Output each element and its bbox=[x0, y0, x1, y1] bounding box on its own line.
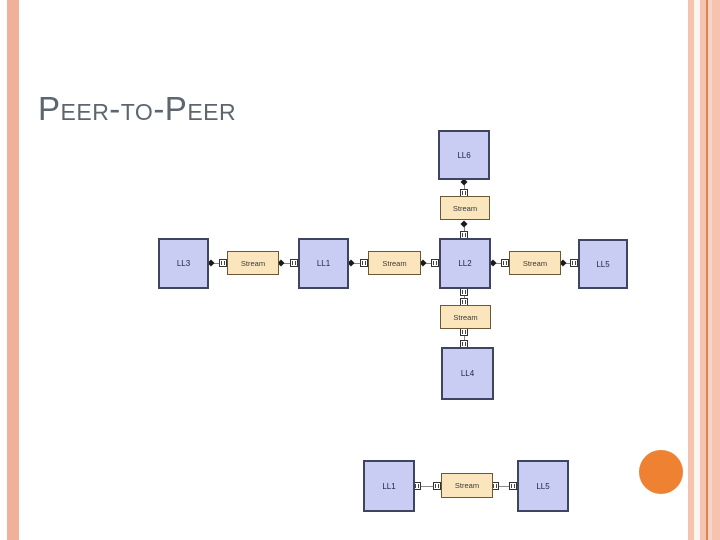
node-stream-top: Stream bbox=[440, 196, 490, 220]
node-label: LL3 bbox=[176, 259, 191, 268]
connector-port-icon bbox=[290, 259, 298, 267]
node-label: LL5 bbox=[536, 481, 550, 491]
connector-port-icon bbox=[360, 259, 368, 267]
left-accent-stripe bbox=[7, 0, 19, 540]
node-stream-pair: Stream bbox=[441, 473, 493, 498]
node-stream-midright: Stream bbox=[509, 251, 561, 275]
connector-port-icon bbox=[431, 259, 439, 267]
connector-line bbox=[464, 182, 465, 193]
node-label: Stream bbox=[453, 312, 478, 322]
right-accent-stripe bbox=[708, 0, 712, 540]
connector-line bbox=[423, 263, 435, 264]
connector-port-icon bbox=[570, 259, 578, 267]
connector-line bbox=[563, 263, 574, 264]
slide-title: Peer-to-Peer bbox=[38, 90, 237, 128]
connector-port-icon bbox=[460, 288, 468, 296]
node-ll1: LL1 bbox=[298, 238, 349, 289]
right-stripe-gap bbox=[694, 0, 700, 540]
connector-line bbox=[464, 292, 465, 302]
node-stream-midleft: Stream bbox=[368, 251, 421, 275]
node-ll1-pair: LL1 bbox=[363, 460, 415, 512]
right-accent-line bbox=[706, 0, 708, 540]
node-label: Stream bbox=[382, 258, 407, 268]
node-label: Stream bbox=[522, 258, 548, 268]
node-ll4: LL4 bbox=[441, 347, 494, 400]
connector-port-icon bbox=[509, 482, 517, 490]
connector-port-icon bbox=[219, 259, 227, 267]
node-label: Stream bbox=[240, 258, 266, 268]
right-accent-stripe bbox=[688, 0, 694, 540]
node-label: LL2 bbox=[458, 259, 472, 268]
connector-line bbox=[493, 263, 505, 264]
node-label: LL1 bbox=[316, 259, 331, 268]
connector-port-icon bbox=[460, 328, 468, 336]
node-ll2: LL2 bbox=[439, 238, 491, 289]
connector-line bbox=[281, 263, 294, 264]
right-accent-stripe bbox=[712, 0, 720, 540]
node-ll6: LL6 bbox=[438, 130, 490, 180]
connector-port-icon bbox=[501, 259, 509, 267]
connector-line bbox=[417, 486, 437, 487]
connector-line bbox=[464, 332, 465, 344]
node-label: LL6 bbox=[457, 150, 471, 160]
connector-line bbox=[351, 263, 364, 264]
connector-port-icon bbox=[433, 482, 441, 490]
node-label: LL1 bbox=[382, 481, 396, 491]
node-ll5-pair: LL5 bbox=[517, 460, 569, 512]
connector-line bbox=[211, 263, 223, 264]
connector-line bbox=[495, 486, 513, 487]
node-label: Stream bbox=[452, 203, 478, 213]
connector-dot-icon bbox=[460, 220, 468, 228]
node-stream-left: Stream bbox=[227, 251, 279, 275]
node-label: LL4 bbox=[460, 369, 475, 378]
connector-line bbox=[464, 224, 465, 235]
decorative-circle bbox=[639, 450, 683, 494]
right-accent-stripe bbox=[700, 0, 706, 540]
node-stream-bottom: Stream bbox=[440, 305, 491, 329]
node-label: LL5 bbox=[596, 259, 610, 269]
node-label: Stream bbox=[454, 481, 480, 490]
node-ll5: LL5 bbox=[578, 239, 628, 289]
node-ll3: LL3 bbox=[158, 238, 209, 289]
